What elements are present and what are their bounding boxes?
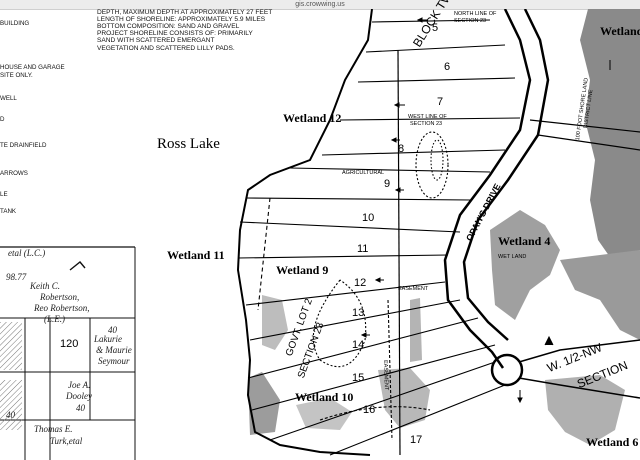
owner-label: Keith C. — [30, 281, 61, 291]
legend-item-d: D — [0, 116, 5, 123]
wetland-label: Wetland — [600, 24, 640, 38]
lot-number: 12 — [354, 277, 367, 289]
acreage-label: 40 — [6, 410, 15, 420]
owner-label: Joe A. — [68, 380, 91, 390]
note-line: SAND WITH SCATTERED EMERGANT — [97, 37, 215, 45]
lot-number: 6 — [444, 61, 451, 73]
legend-item-le: LE — [0, 191, 8, 198]
owner-label: Robertson, — [40, 292, 80, 302]
wet-land-small-label: WET LAND — [498, 254, 527, 260]
acreage-label: 98.77 — [6, 272, 27, 282]
legend-item-well: WELL — [0, 95, 17, 102]
wetland-areas — [248, 9, 640, 445]
lot-lines — [237, 19, 521, 456]
lot-number: 5 — [432, 22, 439, 34]
easement-label: EASEMENT — [398, 286, 429, 292]
lot-number: 15 — [352, 372, 365, 384]
legend-item-drainfield: TE DRAINFIELD — [0, 142, 47, 149]
lot-number: 10 — [362, 212, 375, 224]
owner-label: Dooley — [66, 391, 92, 401]
owner-label: & Maurie — [96, 345, 132, 355]
acreage-label: 40 — [76, 403, 85, 413]
section-line-label: WEST LINE OF — [408, 114, 447, 120]
acreage-label: 120 — [60, 338, 79, 350]
lot-number: 7 — [437, 96, 444, 108]
lot-number: 17 — [410, 434, 423, 446]
lake-name-label: Ross Lake — [157, 136, 220, 152]
road-opahs-drive — [443, 9, 640, 399]
legend-item-site: SITE ONLY. — [0, 72, 33, 79]
legend-item-building: BUILDING — [0, 20, 30, 27]
owner-label: Lakurie — [94, 334, 122, 344]
legend-item-arrows: ARROWS — [0, 170, 28, 177]
section-line-label: NORTH LINE OF — [454, 11, 497, 17]
note-line: LENGTH OF SHORELINE: APPROXIMATELY 5.9 M… — [97, 16, 266, 24]
legend-item-house: HOUSE AND GARAGE — [0, 64, 65, 71]
note-line: VEGETATION AND SCATTERED LILLY PADS. — [97, 44, 235, 52]
owner-label: Thomas E. — [34, 424, 73, 434]
lot-number: 11 — [357, 243, 369, 255]
section-line-label: SECTION 23 — [410, 121, 443, 127]
lot-number: 13 — [352, 307, 365, 319]
agricultural-label: AGRICULTURAL — [342, 170, 385, 176]
owner-label: Reo Robertson, — [34, 303, 90, 313]
url-label: gis.crowwing.us — [295, 1, 345, 8]
easement-vertical-label: EASEMENT — [382, 360, 390, 391]
legend-item-tank: TANK — [0, 208, 17, 215]
flow-arrows — [360, 17, 611, 404]
wetland-label: Wetland 4 — [498, 234, 551, 248]
owner-label: (L.E.) — [44, 314, 65, 324]
wetland-label: Wetland 11 — [167, 248, 225, 262]
owner-label: etal (L.C.) — [8, 248, 46, 258]
lot-number: 14 — [352, 339, 365, 351]
acreage-label: 40 — [108, 325, 117, 335]
wetland-label: Wetland 10 — [295, 390, 354, 404]
adjacent-plat — [0, 246, 136, 460]
lot-number: 8 — [398, 143, 405, 155]
owner-label: Seymour — [98, 356, 130, 366]
note-line: PROJECT SHORELINE CONSISTS OF: PRIMARILY — [97, 30, 253, 38]
wetland-label: Wetland 12 — [283, 111, 342, 125]
wetland-label: Wetland 9 — [276, 263, 329, 277]
wetland-label: Wetland 6 — [586, 435, 639, 449]
section-line-label: SECTION 23 — [454, 18, 487, 24]
lot-number: 16 — [363, 404, 376, 416]
lot-number: 9 — [384, 178, 391, 190]
lake-notes: DEPTH, MAXIMUM DEPTH AT APPROXIMATELY 27… — [97, 9, 272, 52]
browser-titlebar: gis.crowwing.us — [0, 0, 640, 10]
owner-label: Turk,etal — [50, 436, 83, 446]
plat-map[interactable] — [0, 9, 640, 460]
shoreline — [236, 9, 373, 456]
note-line: DEPTH, MAXIMUM DEPTH AT APPROXIMATELY 27… — [97, 9, 273, 16]
note-line: BOTTOM COMPOSITION: SAND AND GRAVEL — [97, 23, 240, 31]
